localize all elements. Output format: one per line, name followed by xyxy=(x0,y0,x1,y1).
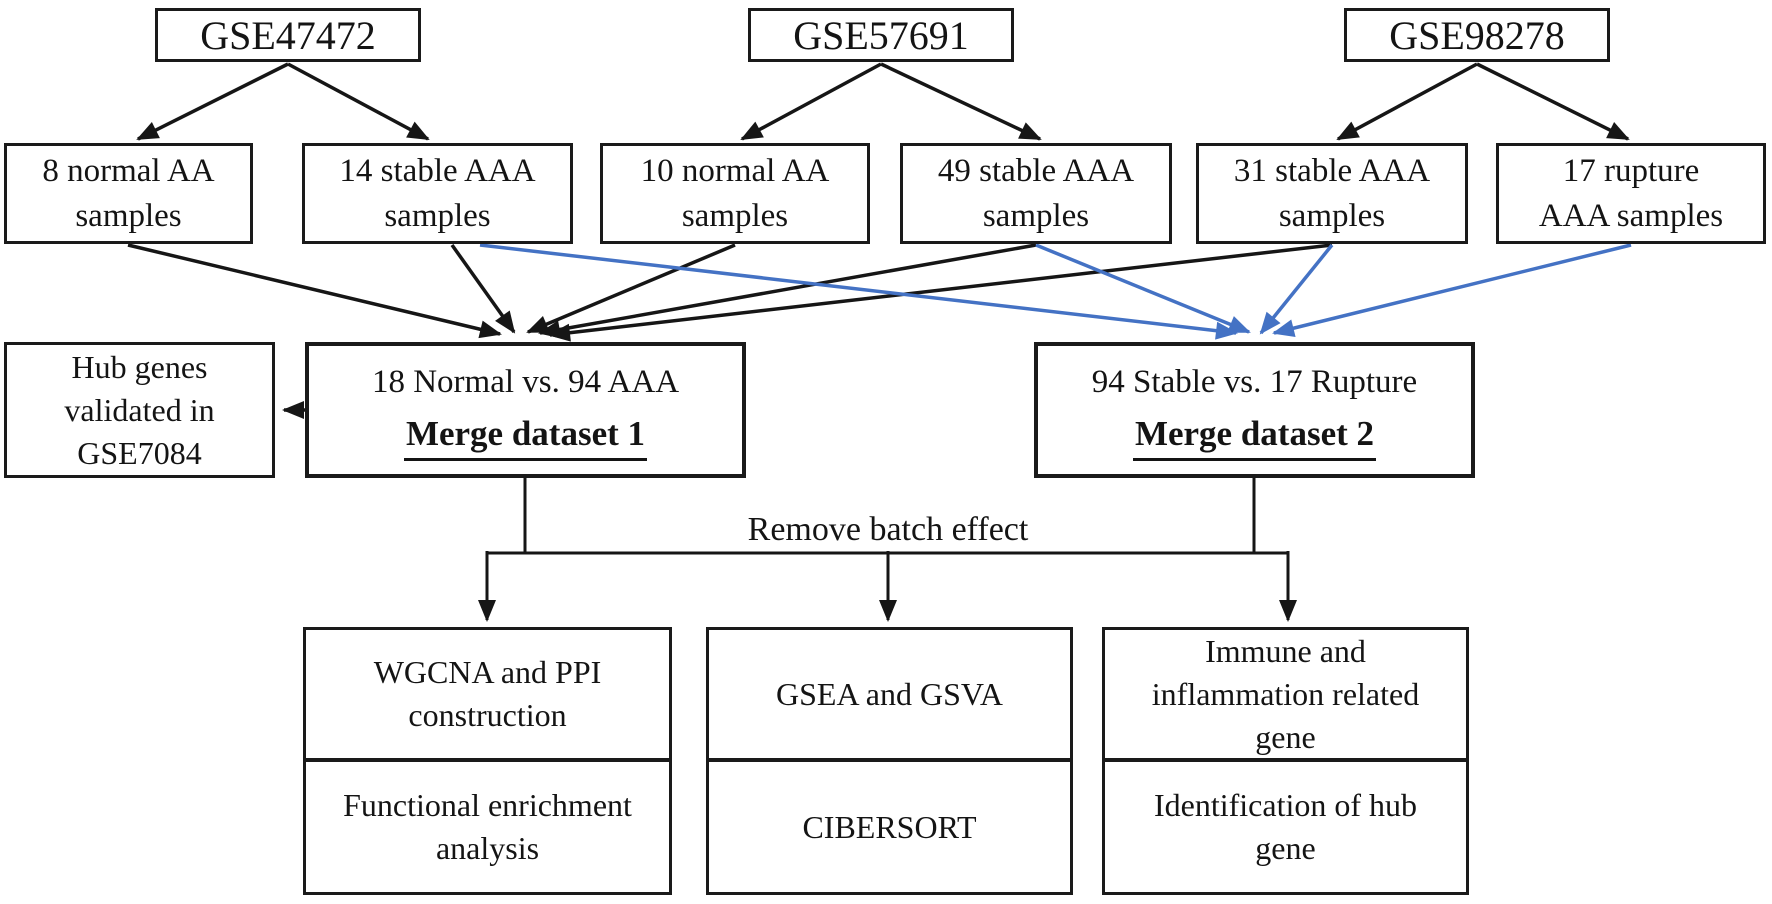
node-gse57691: GSE57691 xyxy=(748,8,1014,62)
node-label-line: samples xyxy=(681,197,789,234)
cell-immune-inflammation: Immune and inflammation related gene xyxy=(1105,630,1466,762)
node-label-line: 31 stable AAA xyxy=(1233,152,1431,189)
node-stable-aaa-49: 49 stable AAA samples xyxy=(900,143,1172,244)
node-normal-aa-8: 8 normal AA samples xyxy=(4,143,253,244)
node-label-line: AAA samples xyxy=(1538,197,1724,234)
edge-s5-merge2 xyxy=(1259,243,1334,335)
node-merge-dataset-2: 94 Stable vs. 17 Rupture Merge dataset 2 xyxy=(1034,342,1475,478)
node-label: GSE57691 xyxy=(793,12,969,58)
cell-label-line: gene xyxy=(1255,830,1316,866)
cell-gsea-gsva: GSEA and GSVA xyxy=(709,630,1070,762)
edge-gse98278-rupture xyxy=(1476,62,1630,141)
edge-s4-merge1 xyxy=(538,243,1037,339)
cell-label-line: inflammation related xyxy=(1151,675,1420,712)
sample-to-merge1-arrows xyxy=(127,243,1333,342)
node-label-line: samples xyxy=(384,197,491,234)
node-label-line: 49 stable AAA xyxy=(937,152,1135,189)
edge-s4-merge2 xyxy=(1035,243,1251,334)
cell-cibersort: CIBERSORT xyxy=(709,762,1070,892)
merge1-title: Merge dataset 1 xyxy=(403,411,648,461)
node-label-line: samples xyxy=(982,197,1090,234)
cell-wgcna-ppi: WGCNA and PPI construction xyxy=(306,630,669,762)
dataset-to-sample-arrows xyxy=(136,62,1630,141)
edge-s6-merge2 xyxy=(1272,243,1632,337)
node-label-line: Hub genes xyxy=(71,348,208,385)
edge-gse47472-normal xyxy=(136,62,289,141)
cell-label-line: Functional enrichment xyxy=(343,787,632,823)
node-gse98278: GSE98278 xyxy=(1344,8,1610,62)
cell-functional-enrichment: Functional enrichment analysis xyxy=(306,762,669,892)
edge-gse57691-normal xyxy=(740,62,882,141)
node-label-line: samples xyxy=(1278,197,1386,234)
cell-label-line: WGCNA and PPI xyxy=(373,654,602,690)
node-rupture-aaa-17: 17 rupture AAA samples xyxy=(1496,143,1766,244)
node-stable-aaa-14: 14 stable AAA samples xyxy=(302,143,573,244)
edge-s3-merge1 xyxy=(526,243,736,334)
merge2-title: Merge dataset 2 xyxy=(1132,411,1377,461)
node-label-line: 14 stable AAA xyxy=(339,152,536,189)
node-hub-validation: Hub genes validated in GSE7084 xyxy=(4,342,275,478)
cell-label-line: GSEA and GSVA xyxy=(776,675,1003,712)
edge-gse98278-stable xyxy=(1336,62,1478,141)
node-label-line: 10 normal AA xyxy=(640,152,830,189)
node-analysis-col-wgcna: WGCNA and PPI construction Functional en… xyxy=(303,627,672,895)
cell-label-line: CIBERSORT xyxy=(802,808,977,845)
cell-label-line: analysis xyxy=(435,830,540,866)
node-merge-dataset-1: 18 Normal vs. 94 AAA Merge dataset 1 xyxy=(305,342,746,478)
sample-to-merge2-arrows xyxy=(479,243,1632,340)
merge2-comparison-text: 94 Stable vs. 17 Rupture xyxy=(1091,364,1418,400)
node-label-line: validated in xyxy=(64,391,215,428)
remove-batch-effect-label: Remove batch effect xyxy=(747,511,1029,548)
node-label: GSE47472 xyxy=(200,12,376,58)
merge1-comparison-text: 18 Normal vs. 94 AAA xyxy=(371,364,680,400)
node-label-line: 17 rupture xyxy=(1562,152,1700,189)
edge-s2-merge2 xyxy=(479,243,1238,340)
node-label: GSE98278 xyxy=(1389,12,1565,58)
node-gse47472: GSE47472 xyxy=(155,8,421,62)
edge-s5-merge1 xyxy=(548,243,1333,342)
node-stable-aaa-31: 31 stable AAA samples xyxy=(1196,143,1468,244)
cell-hub-gene-identification: Identification of hub gene xyxy=(1105,762,1466,892)
node-label-line: samples xyxy=(75,197,182,234)
node-label-line: GSE7084 xyxy=(77,434,202,471)
cell-label-line: Immune and xyxy=(1205,632,1366,669)
edge-s2-merge1 xyxy=(450,243,516,334)
edge-gse57691-stable xyxy=(880,62,1042,141)
edge-gse47472-stable xyxy=(287,62,430,141)
cell-label-line: gene xyxy=(1255,718,1316,755)
node-analysis-col-immune: Immune and inflammation related gene Ide… xyxy=(1102,627,1469,895)
edge-s1-merge1 xyxy=(127,243,502,339)
cell-label-line: construction xyxy=(408,697,567,733)
node-label-line: 8 normal AA xyxy=(42,152,215,189)
batch-connector xyxy=(478,476,1297,622)
cell-label-line: Identification of hub xyxy=(1153,787,1418,823)
node-analysis-col-gsea: GSEA and GSVA CIBERSORT xyxy=(706,627,1073,895)
node-normal-aa-10: 10 normal AA samples xyxy=(600,143,870,244)
